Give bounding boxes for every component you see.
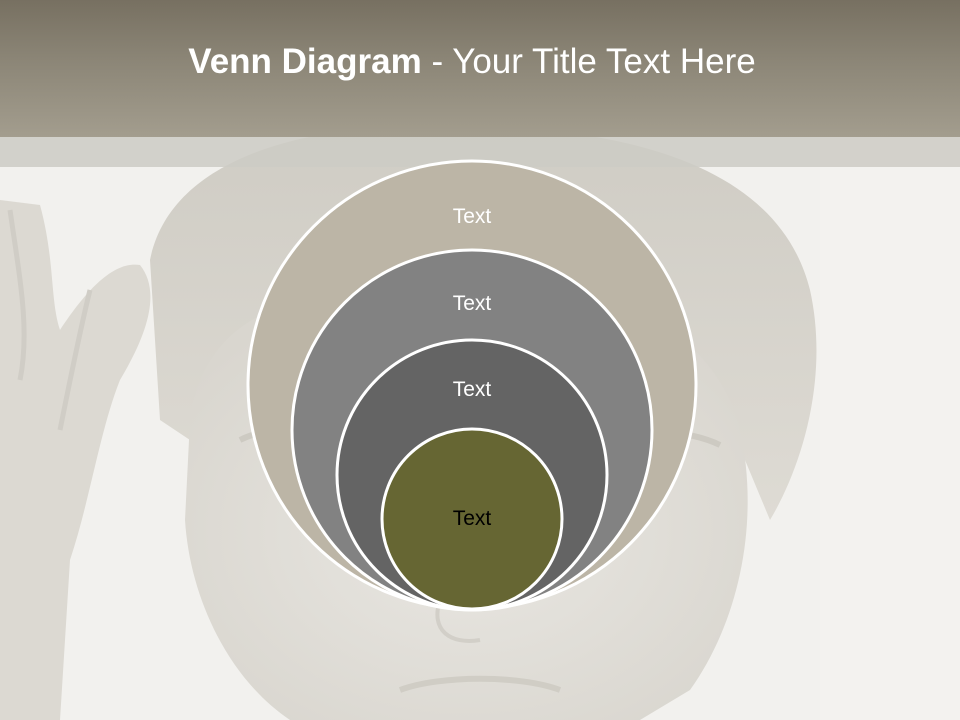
venn-circle-1-label: Text <box>452 205 492 228</box>
title-band <box>0 0 960 137</box>
venn-circle-4-label: Text <box>452 507 492 530</box>
venn-circle-4 <box>380 427 564 611</box>
venn-circle-2-label: Text <box>452 292 492 315</box>
slide-title-bold: Venn Diagram <box>188 42 422 81</box>
slide-title-rest: - Your Title Text Here <box>421 42 756 81</box>
slide-title: Venn Diagram - Your Title Text Here <box>0 40 944 84</box>
venn-circle-3-label: Text <box>452 378 492 401</box>
